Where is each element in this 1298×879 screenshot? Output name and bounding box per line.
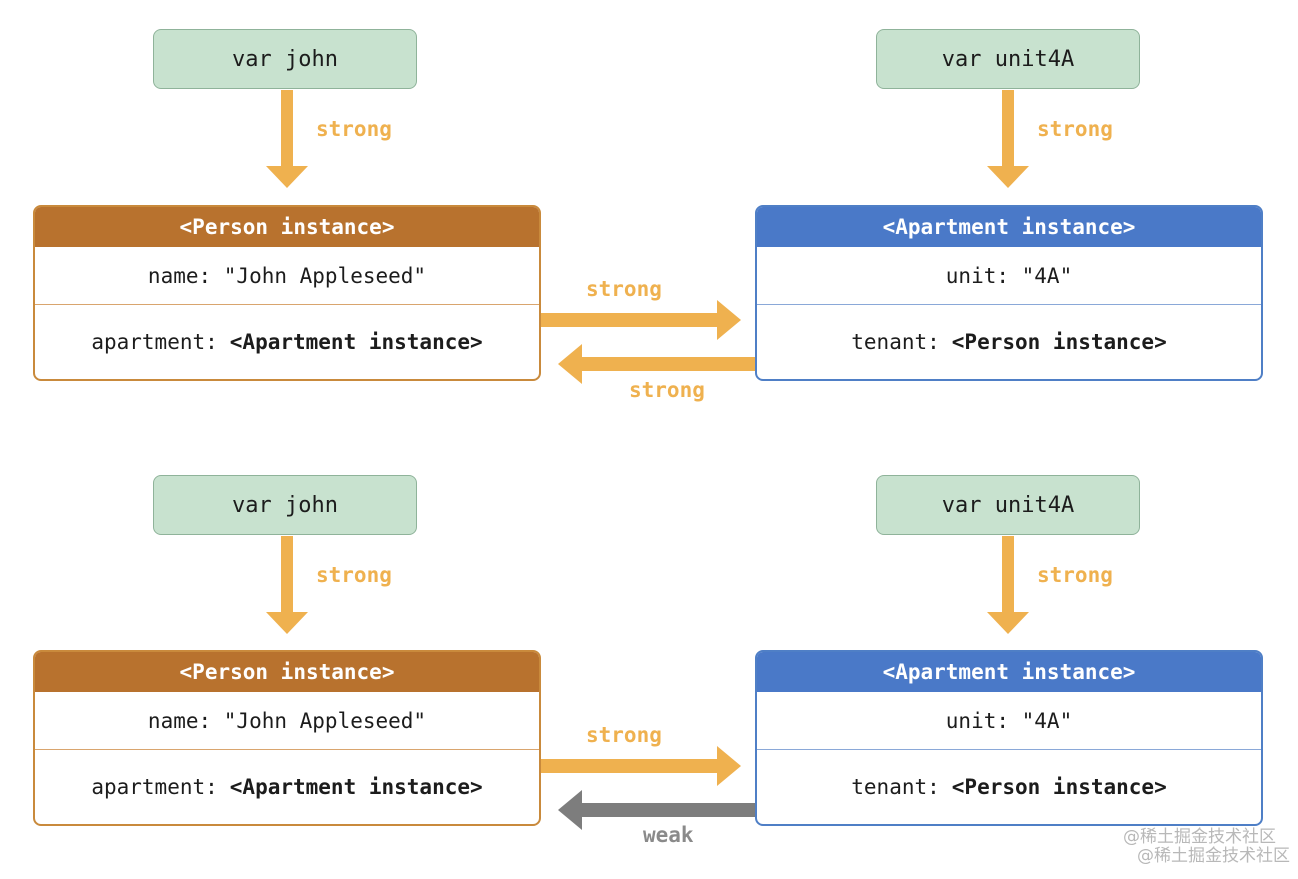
var-unit4a-box: var unit4A — [876, 475, 1140, 535]
watermark-line-1: @稀土掘金技术社区 — [1123, 827, 1276, 847]
person-apartment-row: apartment: <Apartment instance> — [35, 305, 539, 379]
person-name-text: name: "John Appleseed" — [147, 708, 427, 733]
diagram-weak-reference: var john var unit4A strong strong <Perso… — [0, 446, 1298, 879]
arrow-apartment-to-person — [558, 344, 756, 384]
unit4a-arrow-label: strong — [1037, 563, 1113, 587]
arrow-person-to-apartment — [541, 300, 741, 340]
arrow-unit4a-to-apartment — [987, 90, 1029, 188]
person-name-row: name: "John Appleseed" — [35, 247, 539, 305]
var-unit4a-label: var unit4A — [941, 46, 1075, 72]
person-instance-box: <Person instance> name: "John Appleseed"… — [33, 650, 541, 826]
apartment-tenant-row: tenant: <Person instance> — [757, 750, 1261, 824]
var-john-box: var john — [153, 29, 417, 89]
person-apartment-row: apartment: <Apartment instance> — [35, 750, 539, 824]
john-arrow-label: strong — [316, 563, 392, 587]
person-instance-header: <Person instance> — [35, 207, 539, 247]
apartment-tenant-value: <Person instance> — [951, 330, 1167, 354]
apartment-to-person-label: strong — [629, 378, 705, 402]
person-apartment-key: apartment: — [91, 330, 218, 354]
person-name-row: name: "John Appleseed" — [35, 692, 539, 750]
apartment-unit-row: unit: "4A" — [757, 247, 1261, 305]
person-apartment-key: apartment: — [91, 775, 218, 799]
arrow-john-to-person — [266, 90, 308, 188]
apartment-tenant-key: tenant: — [851, 330, 940, 354]
apartment-unit-row: unit: "4A" — [757, 692, 1261, 750]
person-apartment-value: <Apartment instance> — [229, 330, 483, 354]
person-to-apartment-label: strong — [586, 723, 662, 747]
person-apartment-value: <Apartment instance> — [229, 775, 483, 799]
var-john-box: var john — [153, 475, 417, 535]
apartment-unit-text: unit: "4A" — [945, 708, 1073, 733]
var-john-label: var john — [232, 492, 338, 518]
arrow-john-to-person — [266, 536, 308, 634]
arrow-unit4a-to-apartment — [987, 536, 1029, 634]
person-instance-header: <Person instance> — [35, 652, 539, 692]
apartment-tenant-key: tenant: — [851, 775, 940, 799]
person-to-apartment-label: strong — [586, 277, 662, 301]
apartment-tenant-value: <Person instance> — [951, 775, 1167, 799]
arrow-person-to-apartment — [541, 746, 741, 786]
john-arrow-label: strong — [316, 117, 392, 141]
apartment-to-person-weak-label: weak — [643, 823, 694, 847]
person-name-text: name: "John Appleseed" — [147, 263, 427, 288]
arrows-layer — [266, 536, 1029, 830]
apartment-instance-box: <Apartment instance> unit: "4A" tenant: … — [755, 205, 1263, 381]
apartment-tenant-row: tenant: <Person instance> — [757, 305, 1261, 379]
arrow-apartment-to-person-weak — [558, 790, 756, 830]
apartment-instance-header: <Apartment instance> — [757, 652, 1261, 692]
var-unit4a-box: var unit4A — [876, 29, 1140, 89]
var-unit4a-label: var unit4A — [941, 492, 1075, 518]
watermark-line-2: @稀土掘金技术社区 — [1137, 846, 1290, 866]
person-instance-box: <Person instance> name: "John Appleseed"… — [33, 205, 541, 381]
var-john-label: var john — [232, 46, 338, 72]
arrows-layer — [266, 90, 1029, 384]
apartment-unit-text: unit: "4A" — [945, 263, 1073, 288]
apartment-instance-header: <Apartment instance> — [757, 207, 1261, 247]
apartment-instance-box: <Apartment instance> unit: "4A" tenant: … — [755, 650, 1263, 826]
diagram-strong-cycle: var john var unit4A strong strong <Perso… — [0, 0, 1298, 433]
unit4a-arrow-label: strong — [1037, 117, 1113, 141]
